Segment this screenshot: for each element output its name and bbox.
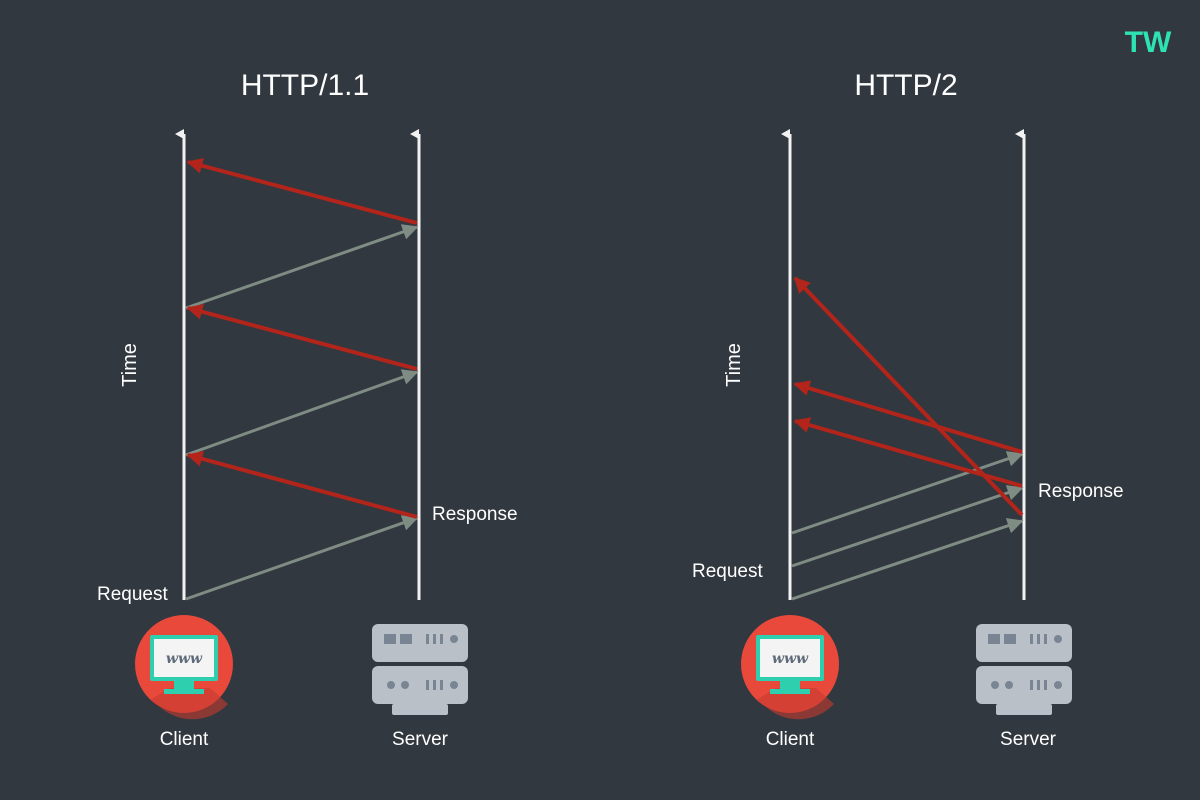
http2-server-label: Server [1000, 729, 1057, 750]
http2-title: HTTP/2 [854, 69, 957, 102]
http2-request-arrow-1 [791, 518, 1024, 601]
http11-title: HTTP/1.1 [241, 69, 369, 102]
http2-client-label: Client [766, 729, 815, 750]
http2-server-icon [976, 624, 1072, 715]
http11-client-icon: www [135, 615, 233, 720]
http11-request-label: Request [97, 584, 168, 605]
http11-client-label: Client [160, 729, 209, 750]
http11-response-arrow-2 [186, 303, 418, 371]
http11-response-arrow-3 [186, 157, 418, 225]
http11-panel: HTTP/1.1 Time Request Response www Clien… [97, 69, 518, 750]
http11-time-label: Time [119, 343, 141, 387]
http2-response-arrow-3 [793, 380, 1023, 454]
http11-response-arrow-1 [186, 451, 418, 519]
http2-response-arrow-2 [793, 417, 1023, 488]
http11-server-icon [372, 624, 468, 715]
brand-logo: TW [1125, 26, 1172, 59]
http11-request-arrow-1 [185, 515, 419, 601]
http2-www-icon-text: www [772, 651, 809, 667]
http11-request-arrow-3 [185, 224, 419, 310]
http2-panel: HTTP/2 Time Request Response www Client [692, 69, 1124, 750]
http11-www-icon-text: www [166, 651, 203, 667]
http2-request-arrow-2 [791, 485, 1024, 568]
http11-server-label: Server [392, 729, 449, 750]
http2-time-label: Time [723, 343, 745, 387]
http2-request-label: Request [692, 561, 763, 582]
http2-client-icon: www [741, 615, 839, 720]
http11-request-arrow-2 [185, 369, 419, 457]
http11-response-label: Response [432, 504, 518, 525]
http2-response-arrow-1 [793, 276, 1024, 517]
http2-request-arrow-3 [791, 451, 1024, 535]
http2-response-label: Response [1038, 481, 1124, 502]
